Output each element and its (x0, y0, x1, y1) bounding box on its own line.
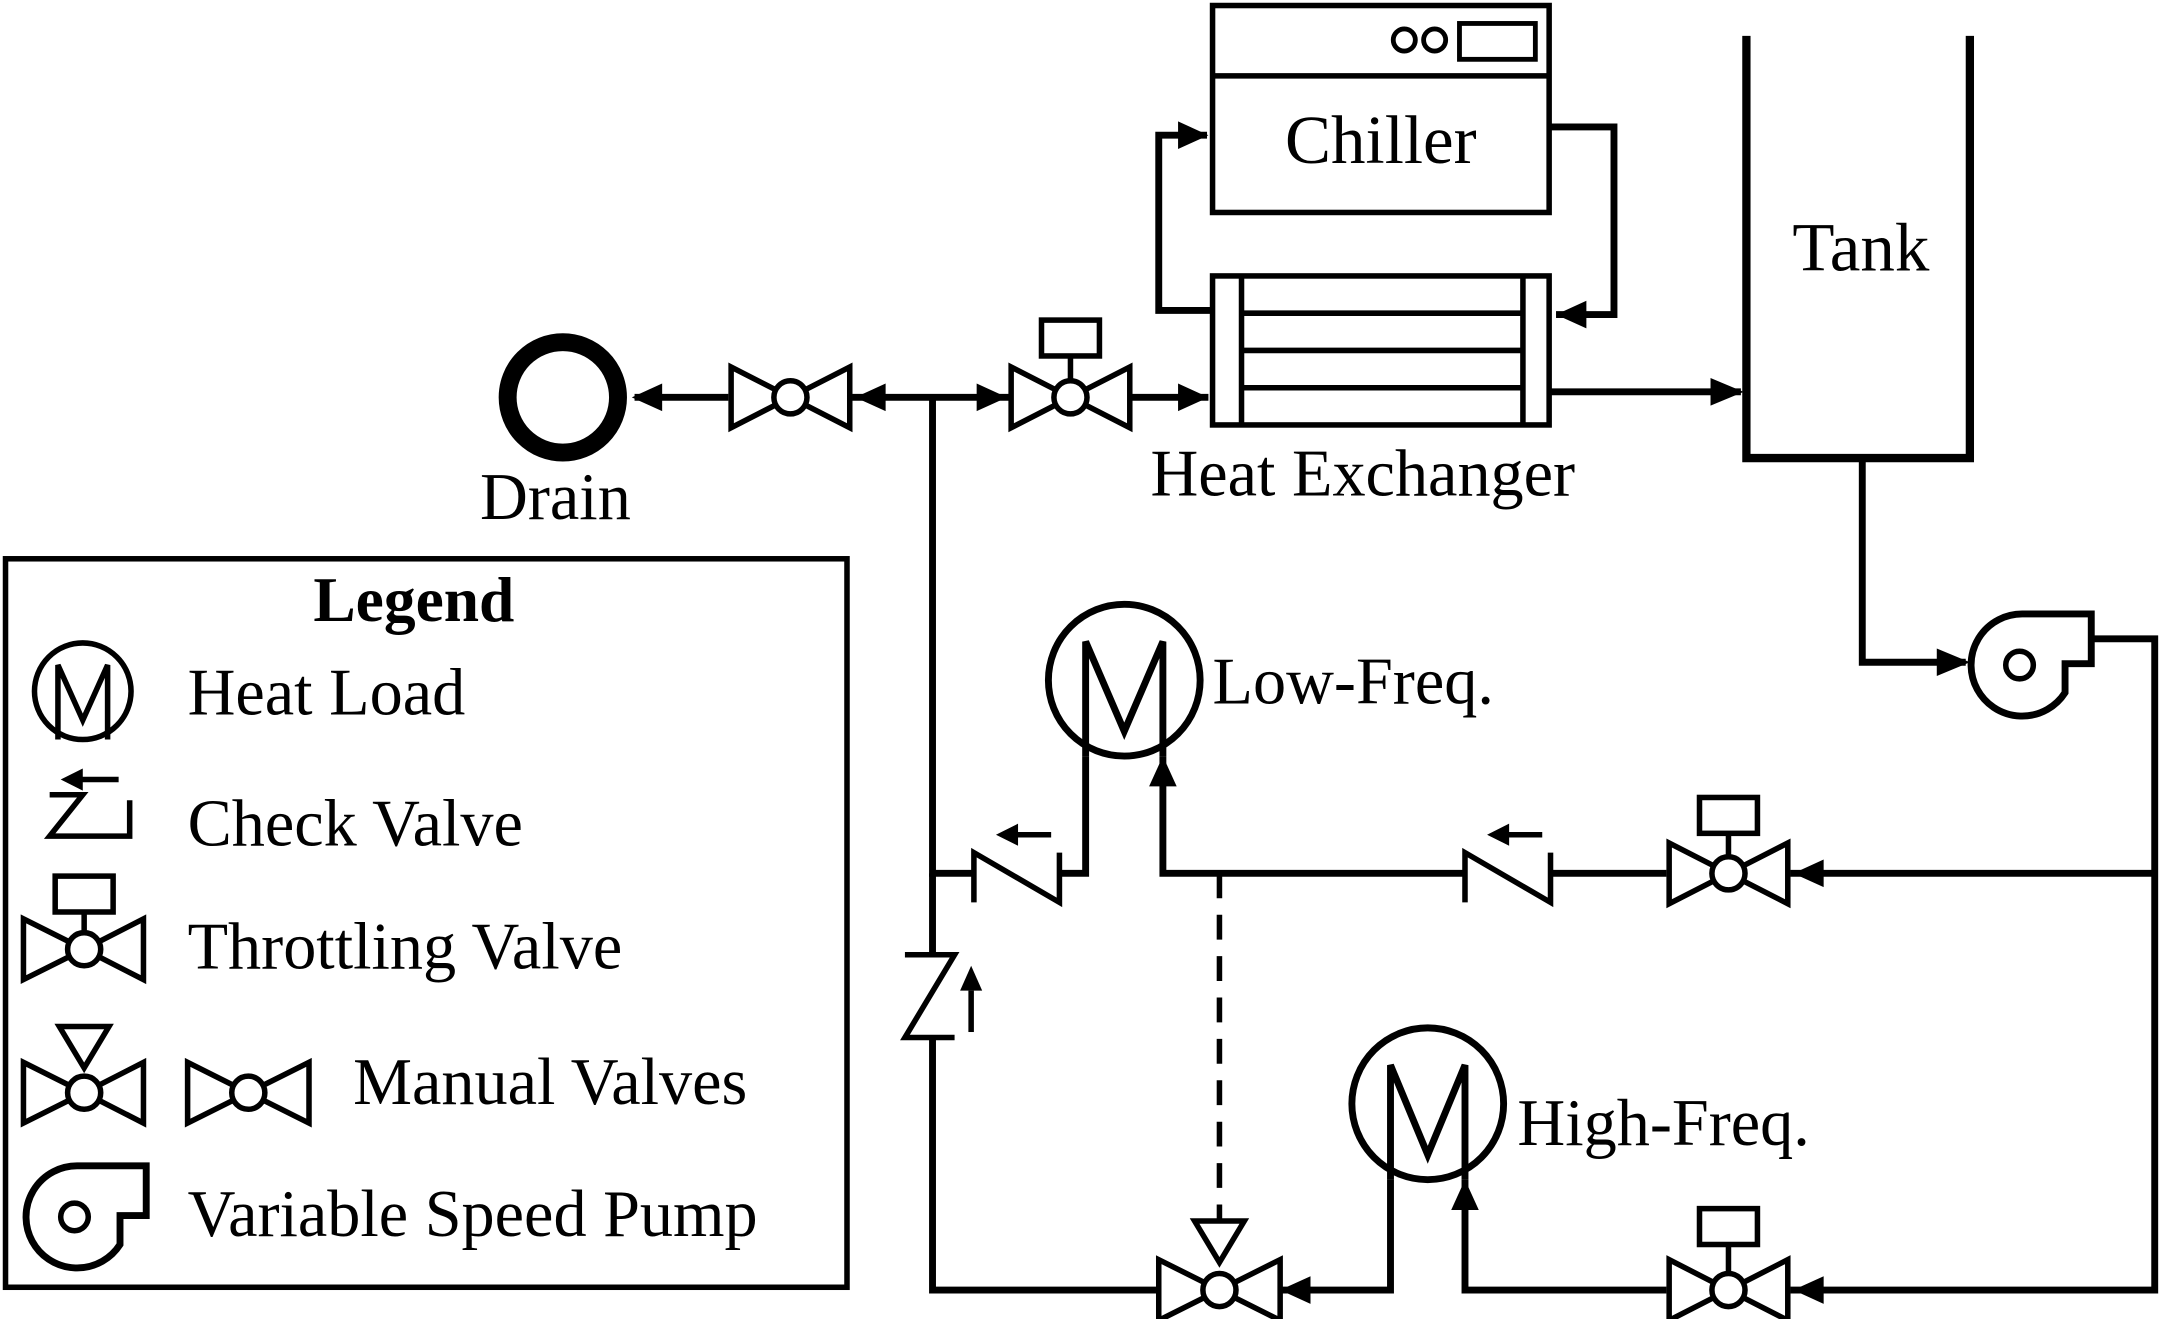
manual-valve-icon (184, 1057, 312, 1128)
throttling-valve-icon (20, 873, 147, 985)
chiller-indicator-icon (1421, 26, 1449, 54)
high-freq-load: High-Freq. (1348, 1024, 1810, 1184)
drain-icon (498, 333, 627, 462)
arrow-to-hx-from-chiller (1556, 300, 1587, 329)
arrow-to-high-throttle (1793, 1276, 1824, 1304)
check-valve-icon (43, 768, 133, 839)
arrow-to-pump (1936, 648, 1970, 677)
manual-valve-icon (1155, 1218, 1283, 1319)
pipe-network (634, 123, 2159, 1294)
arrow-from-manual-valve (855, 383, 886, 412)
chiller-label: Chiller (1285, 102, 1477, 178)
legend-item-label: Variable Speed Pump (188, 1178, 758, 1251)
arrow-to-bottom-valve (1280, 1276, 1311, 1304)
heat-exchanger-label: Heat Exchanger (1150, 437, 1575, 510)
low-freq-load: Low-Freq. (1044, 600, 1494, 760)
check-valve-icon (1462, 823, 1554, 908)
heat-exchanger: Heat Exchanger (1150, 273, 1575, 510)
tank: Tank (1742, 35, 1975, 463)
heat-load-icon (31, 640, 134, 743)
legend-item-label: Check Valve (188, 788, 523, 861)
arrow-to-throttle-valve (976, 383, 1008, 412)
arrow-to-heat-exchanger (1178, 383, 1209, 412)
flow-arrows (631, 121, 1970, 1304)
manual-valve-icon (20, 1023, 147, 1128)
arrow-to-chiller (1178, 121, 1209, 150)
legend-item-label: Manual Valves (353, 1046, 747, 1119)
chiller-display-icon (1457, 21, 1538, 62)
arrow-to-low-throttle (1793, 859, 1824, 888)
throttling-valve-icon (1666, 1205, 1791, 1319)
manual-valve-icon (728, 362, 853, 433)
variable-speed-pump-icon (1967, 610, 2095, 720)
arrow-to-drain (631, 383, 663, 412)
tank-label: Tank (1792, 209, 1929, 285)
high-freq-label: High-Freq. (1517, 1087, 1809, 1160)
legend-item-label: Throttling Valve (188, 911, 623, 984)
drain: Drain (480, 333, 631, 534)
legend-title: Legend (313, 564, 514, 635)
check-valve-icon (900, 951, 983, 1041)
drain-label: Drain (480, 461, 631, 534)
legend-item-label: Heat Load (188, 657, 466, 730)
legend: Legend Heat Load Check Valve Throttling … (2, 556, 850, 1291)
chiller: Chiller (1209, 2, 1552, 216)
arrow-to-low-freq-load (1149, 756, 1177, 787)
check-valve-icon (971, 823, 1063, 908)
arrow-to-high-freq-load (1451, 1179, 1479, 1211)
arrow-to-tank (1710, 378, 1744, 406)
variable-speed-pump-icon (22, 1162, 150, 1272)
chiller-indicator-icon (1390, 26, 1418, 54)
throttling-valve-icon (1008, 317, 1133, 433)
throttling-valve-icon (1666, 794, 1791, 909)
low-freq-label: Low-Freq. (1213, 646, 1494, 719)
